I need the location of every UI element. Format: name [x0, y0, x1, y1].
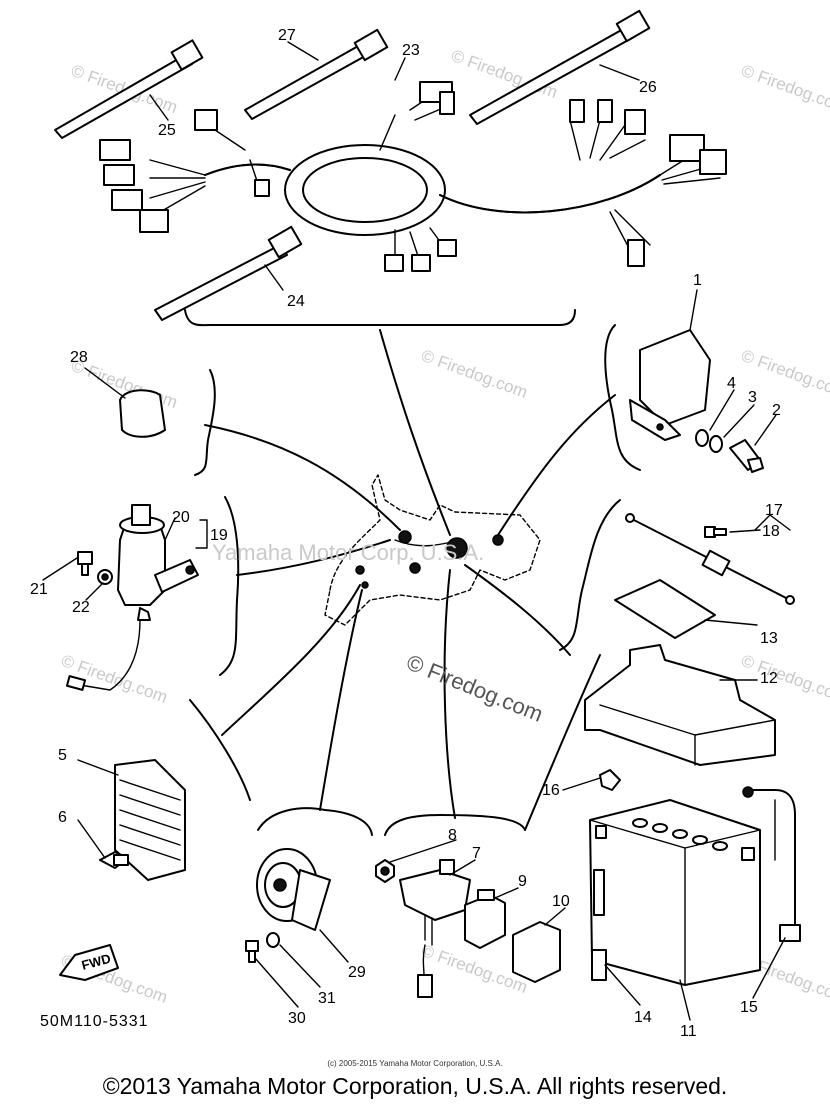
callout-numbers: 1 2 3 4 5 6 7 8 9 10 11 12 13 14 15 16 1… [30, 27, 783, 1040]
group-brace-left-bottom [189, 699, 251, 801]
wire-harness [99, 81, 727, 272]
callout-24: 24 [287, 293, 305, 310]
callout-leaders [42, 41, 791, 1021]
part-11-battery [589, 799, 761, 986]
callout-21: 21 [30, 581, 48, 598]
callout-27: 27 [278, 27, 296, 44]
part-17-battery-band [625, 513, 795, 605]
part-2-bolt [729, 439, 764, 473]
part-10-flasher [512, 921, 561, 983]
part-6-bolt [99, 851, 129, 869]
group-brace-right-mid [559, 499, 621, 651]
callout-4: 4 [727, 375, 736, 392]
watermark-main: © Firedog.com [403, 649, 546, 726]
cable-tie-25 [54, 39, 204, 139]
part-30-bolt [245, 940, 259, 963]
fwd-label: FWD [80, 951, 112, 973]
callout-23: 23 [402, 42, 420, 59]
part-22-washer [97, 569, 113, 585]
part-16-clip [599, 769, 621, 791]
callout-1: 1 [693, 272, 702, 289]
callout-14: 14 [634, 1009, 652, 1026]
callout-25: 25 [158, 122, 176, 139]
callout-10: 10 [552, 893, 570, 910]
main-switch-assembly [65, 504, 199, 691]
callout-6: 6 [58, 809, 67, 826]
small-copyright: (c) 2005-2015 Yamaha Motor Corporation, … [327, 1059, 503, 1068]
fwd-arrow: FWD [59, 944, 119, 981]
callout-8: 8 [448, 827, 457, 844]
callout-26: 26 [639, 79, 657, 96]
callout-9: 9 [518, 873, 527, 890]
callout-3: 3 [748, 389, 757, 406]
copyright-footer: ©2013 Yamaha Motor Corporation, U.S.A. A… [102, 1073, 728, 1099]
callout-12: 12 [760, 670, 778, 687]
part-8-nut [375, 859, 395, 883]
group-brace-right-top [604, 324, 641, 471]
leader-lines [204, 329, 616, 831]
callout-7: 7 [472, 845, 481, 862]
callout-13: 13 [760, 630, 778, 647]
group-brace-bottom-right [384, 814, 526, 836]
part-5-rectifier [114, 759, 186, 881]
watermark-tile: © Firedog.com [739, 651, 830, 707]
watermark-center: Yamaha Motor Corp. U.S.A. [212, 540, 484, 565]
part-9-relay [464, 889, 506, 949]
part-21-bolt [77, 551, 93, 576]
callout-11: 11 [680, 1023, 697, 1040]
part-12-battery-cover [584, 644, 776, 766]
callout-28: 28 [70, 349, 88, 366]
group-brace-bottom-mid [257, 807, 373, 836]
cable-tie-24 [154, 225, 303, 321]
drawing-code: 50M110-5331 [40, 1013, 149, 1030]
callout-20: 20 [172, 509, 190, 526]
callout-16: 16 [542, 782, 560, 799]
part-13-sheet [614, 579, 716, 639]
callout-31: 31 [318, 990, 336, 1007]
cable-tie-27 [244, 28, 389, 120]
callout-15: 15 [740, 999, 758, 1016]
part-14-breather-pipe [591, 869, 607, 981]
part-15-negative-lead [742, 786, 801, 942]
callout-17: 17 [765, 502, 783, 519]
part-28-cap [119, 389, 166, 438]
group-brace-left-mid [219, 496, 240, 676]
callout-22: 22 [72, 599, 90, 616]
part-3-washer [709, 435, 723, 453]
group-brace-left-top [194, 369, 216, 476]
callout-18: 18 [762, 523, 780, 540]
watermark-tile: © Firedog.com [419, 346, 530, 402]
watermark-tile: © Firedog.com [739, 61, 830, 117]
callout-2: 2 [772, 402, 781, 419]
callout-29: 29 [348, 964, 366, 981]
callout-30: 30 [288, 1010, 306, 1027]
callout-5: 5 [58, 747, 67, 764]
part-31-washer [266, 932, 280, 948]
callout-19: 19 [210, 527, 228, 544]
cable-tie-26 [469, 9, 651, 125]
group-brace-top [184, 309, 576, 327]
part-7-switch [399, 859, 471, 998]
part-29-horn [256, 848, 331, 931]
part-1-cdi-unit [629, 329, 711, 441]
part-18-bolt [704, 526, 727, 538]
part-4-washer [695, 429, 709, 447]
